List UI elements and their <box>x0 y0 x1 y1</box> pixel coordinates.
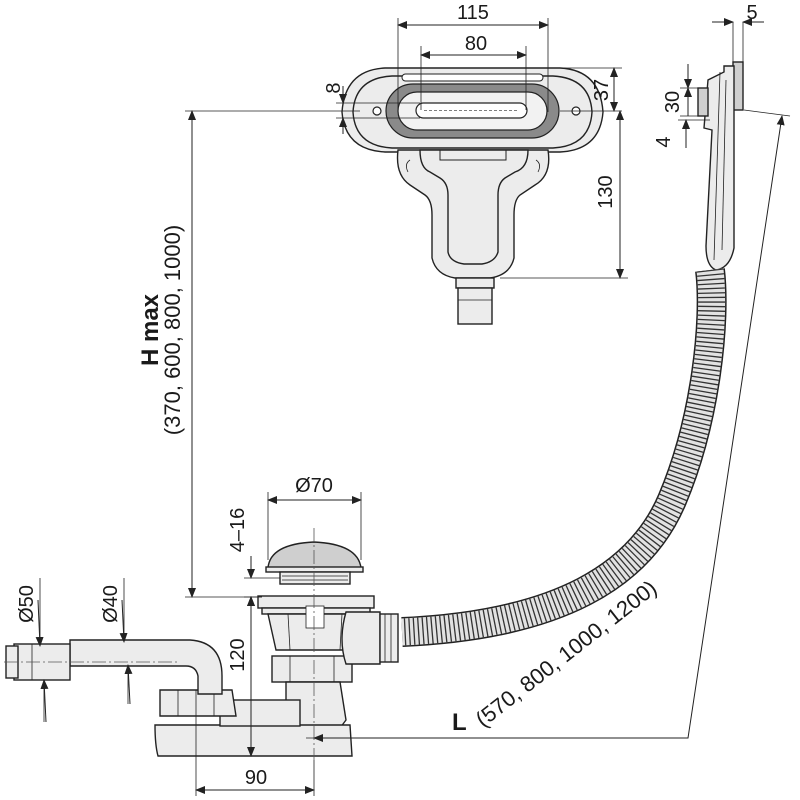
dim-text-4: 4 <box>653 136 675 147</box>
h-max-values: (370, 600, 800, 1000) <box>160 225 185 435</box>
dim-text-130: 130 <box>595 175 617 208</box>
dim-slot-height: 8 <box>323 82 420 134</box>
dim-text-115: 115 <box>457 2 489 24</box>
drain-plug <box>265 541 364 585</box>
dim-trap-height: 120 <box>227 596 262 757</box>
overflow-body <box>396 149 550 325</box>
screw-hole <box>372 106 382 116</box>
hose-connector <box>341 611 399 665</box>
dim-h-max: H max (370, 600, 800, 1000) <box>137 110 360 598</box>
outlet-elbow <box>5 639 223 695</box>
dim-text-d70: Ø70 <box>295 475 333 497</box>
dim-outlet-inner-diameter: Ø40 <box>100 578 133 705</box>
dim-flange-height: 30 <box>662 64 700 117</box>
dim-outlet-offset: 90 <box>195 716 315 796</box>
dim-text-d40: Ø40 <box>100 585 122 623</box>
dim-outlet-outer-diameter: Ø50 <box>16 578 49 723</box>
l-label: L <box>452 709 467 736</box>
dim-overflow-depth: 130 <box>500 110 628 279</box>
dim-overflow-height: 37 <box>560 67 622 112</box>
dim-text-37: 37 <box>591 79 613 101</box>
dim-text-4-16: 4–16 <box>227 508 249 553</box>
dim-slot-width: 80 <box>420 33 527 110</box>
dim-text-30: 30 <box>662 91 684 113</box>
dim-text-d50: Ø50 <box>16 585 38 623</box>
dim-text-5: 5 <box>746 2 757 24</box>
dim-text-8: 8 <box>323 82 345 93</box>
flexible-hose <box>401 268 727 647</box>
dim-wall-thickness: 5 <box>712 2 764 62</box>
dim-overflow-width: 115 <box>397 2 549 112</box>
dim-text-90: 90 <box>245 767 267 789</box>
drain-body <box>154 595 375 757</box>
dim-plug-diameter: Ø70 <box>267 475 362 560</box>
dim-gap: 4 <box>653 119 710 148</box>
h-max-label: H max <box>137 293 164 366</box>
dim-text-80: 80 <box>465 33 487 55</box>
overflow-cover <box>341 67 604 153</box>
dim-text-120: 120 <box>227 638 249 671</box>
overflow-side-view <box>697 61 744 271</box>
